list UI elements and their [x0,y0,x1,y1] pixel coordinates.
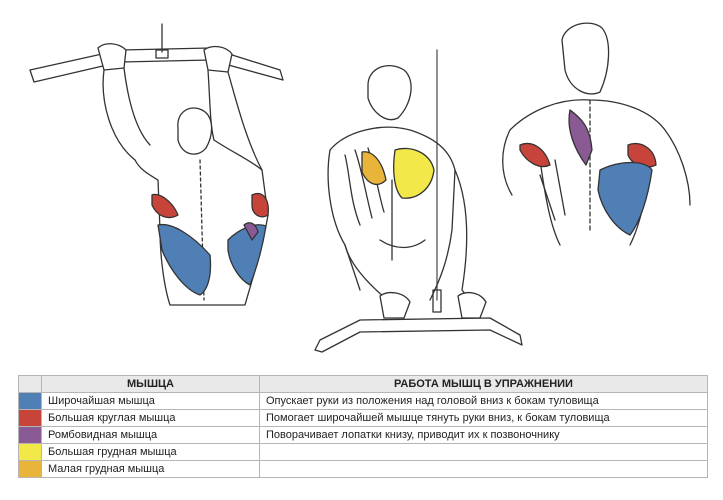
color-swatch [18,443,42,461]
teres-major-right [251,192,269,218]
swatch-box [19,444,41,460]
color-swatch [18,426,42,444]
teres-major-back [519,142,551,168]
table-row: Ромбовидная мышца Поворачивает лопатки к… [18,426,708,444]
muscle-work: Опускает руки из положения над головой в… [259,392,708,410]
muscle-work [259,443,708,461]
rhomboid-hint [243,222,259,241]
swatch-box [19,393,41,409]
legend-body: Широчайшая мышца Опускает руки из положе… [18,392,708,478]
rhomboid [568,109,593,166]
muscle-name: Большая круглая мышца [41,409,260,427]
color-swatch [18,460,42,478]
table-header-row: МЫШЦА РАБОТА МЫШЦ В УПРАЖНЕНИИ [18,375,708,393]
muscle-work: Поворачивает лопатки книзу, приводит их … [259,426,708,444]
muscle-name: Большая грудная мышца [41,443,260,461]
muscle-work: Помогает широчайшей мышце тянуть руки вн… [259,409,708,427]
muscle-name: Ромбовидная мышца [41,426,260,444]
muscle-work [259,460,708,478]
table-row: Большая грудная мышца [18,443,708,461]
pectoralis-minor [361,151,387,186]
latissimus-right [227,224,267,286]
swatch-box [19,461,41,477]
swatch-box [19,410,41,426]
muscle-name: Широчайшая мышца [41,392,260,410]
muscle-header: МЫШЦА [41,375,260,393]
table-row: Широчайшая мышца Опускает руки из положе… [18,392,708,410]
latissimus-left [157,223,212,296]
anatomy-illustration [29,22,691,353]
table-row: Большая круглая мышца Помогает широчайше… [18,409,708,427]
latissimus-back [597,161,653,236]
figure-back-pullup [29,23,284,306]
pectoralis-major [393,147,435,199]
muscle-legend-table: МЫШЦА РАБОТА МЫШЦ В УПРАЖНЕНИИ Широчайша… [18,375,708,478]
swatch-box [19,427,41,443]
figure-front-pulldown [314,49,523,353]
color-swatch [18,409,42,427]
teres-major-left [151,193,179,219]
muscle-name: Малая грудная мышца [41,460,260,478]
table-row: Малая грудная мышца [18,460,708,478]
work-header: РАБОТА МЫШЦ В УПРАЖНЕНИИ [259,375,708,393]
figure-back-detail [502,22,691,246]
swatch-header [18,375,42,393]
teres-major-back-right [627,142,657,168]
color-swatch [18,392,42,410]
